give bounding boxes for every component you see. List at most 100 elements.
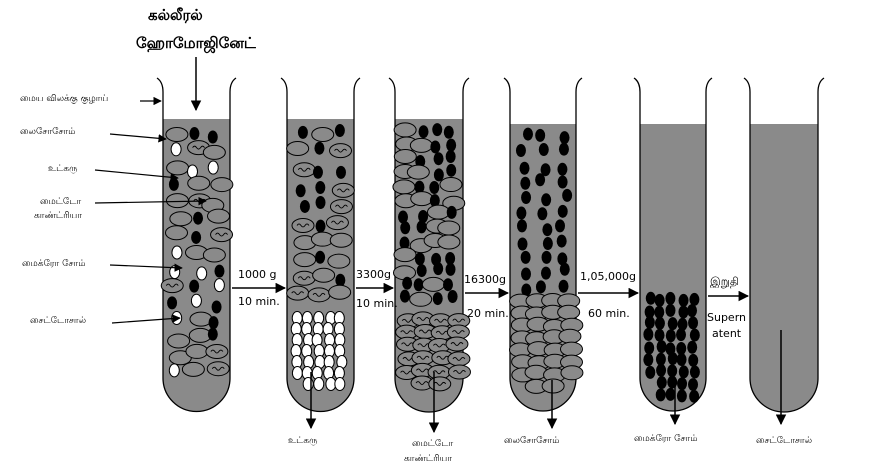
mitochondrion: [448, 365, 470, 379]
microsome-dot: [687, 341, 697, 354]
microsome-dot: [316, 196, 326, 209]
microsome-dot: [316, 220, 326, 233]
lysosome-oval: [542, 379, 564, 393]
microsome-dot: [668, 317, 678, 330]
lysosome-oval: [203, 248, 225, 262]
microsome-dot: [517, 219, 527, 232]
microsome-dot: [193, 212, 203, 225]
mitochondrion: [332, 183, 354, 197]
microsome-dot: [415, 252, 425, 265]
microsome-dot: [557, 235, 567, 248]
lysosome-oval: [167, 161, 189, 175]
bottom-mitochondria-2: காண்ட்ரியா: [404, 455, 452, 464]
nucleus-dot: [197, 267, 207, 280]
lysosome-oval: [329, 285, 351, 299]
microsome-dot: [300, 200, 310, 213]
microsome-dot: [189, 280, 199, 293]
microsome-dot: [536, 280, 546, 293]
microsome-dot: [167, 296, 177, 309]
label-microsome: மைக்ரோ சோம்: [22, 260, 85, 269]
step-4-time: 60 min.: [588, 308, 630, 319]
microsome-dot: [208, 328, 218, 341]
microsome-dot: [555, 219, 565, 232]
microsome-dot: [645, 316, 655, 329]
mitochondrion: [326, 216, 348, 230]
microsome-dot: [690, 329, 700, 342]
microsome-dot: [417, 264, 427, 277]
microsome-dot: [516, 144, 526, 157]
lysosome-oval: [328, 254, 350, 268]
bottom-nucleus: உட்கரு: [288, 437, 317, 446]
microsome-dot: [666, 329, 676, 342]
microsome-dot: [688, 378, 698, 391]
step-5-time-2: atent: [712, 328, 741, 339]
microsome-dot: [690, 366, 700, 379]
microsome-dot: [419, 125, 429, 138]
arrow-label-2: [110, 134, 166, 139]
microsome-dot: [676, 342, 686, 355]
lysosome-oval: [438, 235, 460, 249]
microsome-dot: [678, 306, 688, 319]
step-2-time: 10 min.: [356, 298, 398, 309]
microsome-dot: [212, 300, 222, 313]
lysosome-oval: [394, 266, 416, 280]
microsome-dot: [560, 131, 570, 144]
label-mitochondria-1: மைட்டோ: [40, 198, 81, 207]
label-cytosol: சைட்டோசால்: [30, 317, 86, 326]
nucleus-dot: [191, 294, 201, 307]
microsome-dot: [434, 168, 444, 181]
step-2-force: 3300g: [356, 269, 391, 280]
microsome-dot: [313, 166, 323, 179]
microsome-dot: [667, 364, 677, 377]
microsome-dot: [521, 191, 531, 204]
microsome-dot: [655, 294, 665, 307]
microsome-dot: [433, 292, 443, 305]
lysosome-oval: [410, 138, 432, 152]
microsome-dot: [400, 290, 410, 303]
microsome-dot: [655, 317, 665, 330]
microsome-dot: [521, 268, 531, 281]
microsome-dot: [668, 352, 678, 365]
lysosome-oval: [394, 248, 416, 262]
microsome-dot: [689, 390, 699, 403]
microsome-dot: [169, 178, 179, 191]
lysosome-oval: [440, 178, 462, 192]
microsome-dot: [518, 237, 528, 250]
mitochondrion: [292, 218, 314, 232]
lysosome-oval: [393, 180, 415, 194]
step-1-time: 10 min.: [238, 296, 280, 307]
mitochondrion: [308, 288, 330, 302]
lysosome-oval: [422, 277, 444, 291]
microsome-dot: [646, 292, 656, 305]
microsome-dot: [643, 353, 653, 366]
microsome-dot: [645, 366, 655, 379]
bottom-lysosome: லைசோசோம்: [504, 437, 559, 446]
lysosome-oval: [166, 194, 188, 208]
microsome-dot: [430, 140, 440, 153]
microsome-dot: [665, 292, 675, 305]
microsome-dot: [443, 278, 453, 291]
nucleus-dot: [292, 367, 302, 380]
microsome-dot: [446, 164, 456, 177]
microsome-dot: [446, 150, 456, 163]
microsome-dot: [315, 181, 325, 194]
lysosome-oval: [438, 221, 460, 235]
microsome-dot: [521, 251, 531, 264]
bottom-microsome: மைக்ரோ சோம்: [634, 435, 697, 444]
mitochondrion: [161, 279, 183, 293]
step-5-time: Supern: [707, 312, 746, 323]
microsome-dot: [557, 163, 567, 176]
microsome-dot: [448, 290, 458, 303]
nucleus-dot: [169, 364, 179, 377]
label-centrifuge-tube: மைய விலக்கு குழாய்: [20, 95, 108, 104]
nucleus-dot: [314, 378, 324, 391]
microsome-dot: [657, 376, 667, 389]
microsome-dot: [676, 328, 686, 341]
microsome-dot: [535, 129, 545, 142]
lysosome-oval: [330, 233, 352, 247]
mitochondrion: [446, 337, 468, 351]
lysosome-oval: [203, 145, 225, 159]
microsome-dot: [560, 263, 570, 276]
microsome-dot: [688, 354, 698, 367]
microsome-dot: [656, 364, 666, 377]
